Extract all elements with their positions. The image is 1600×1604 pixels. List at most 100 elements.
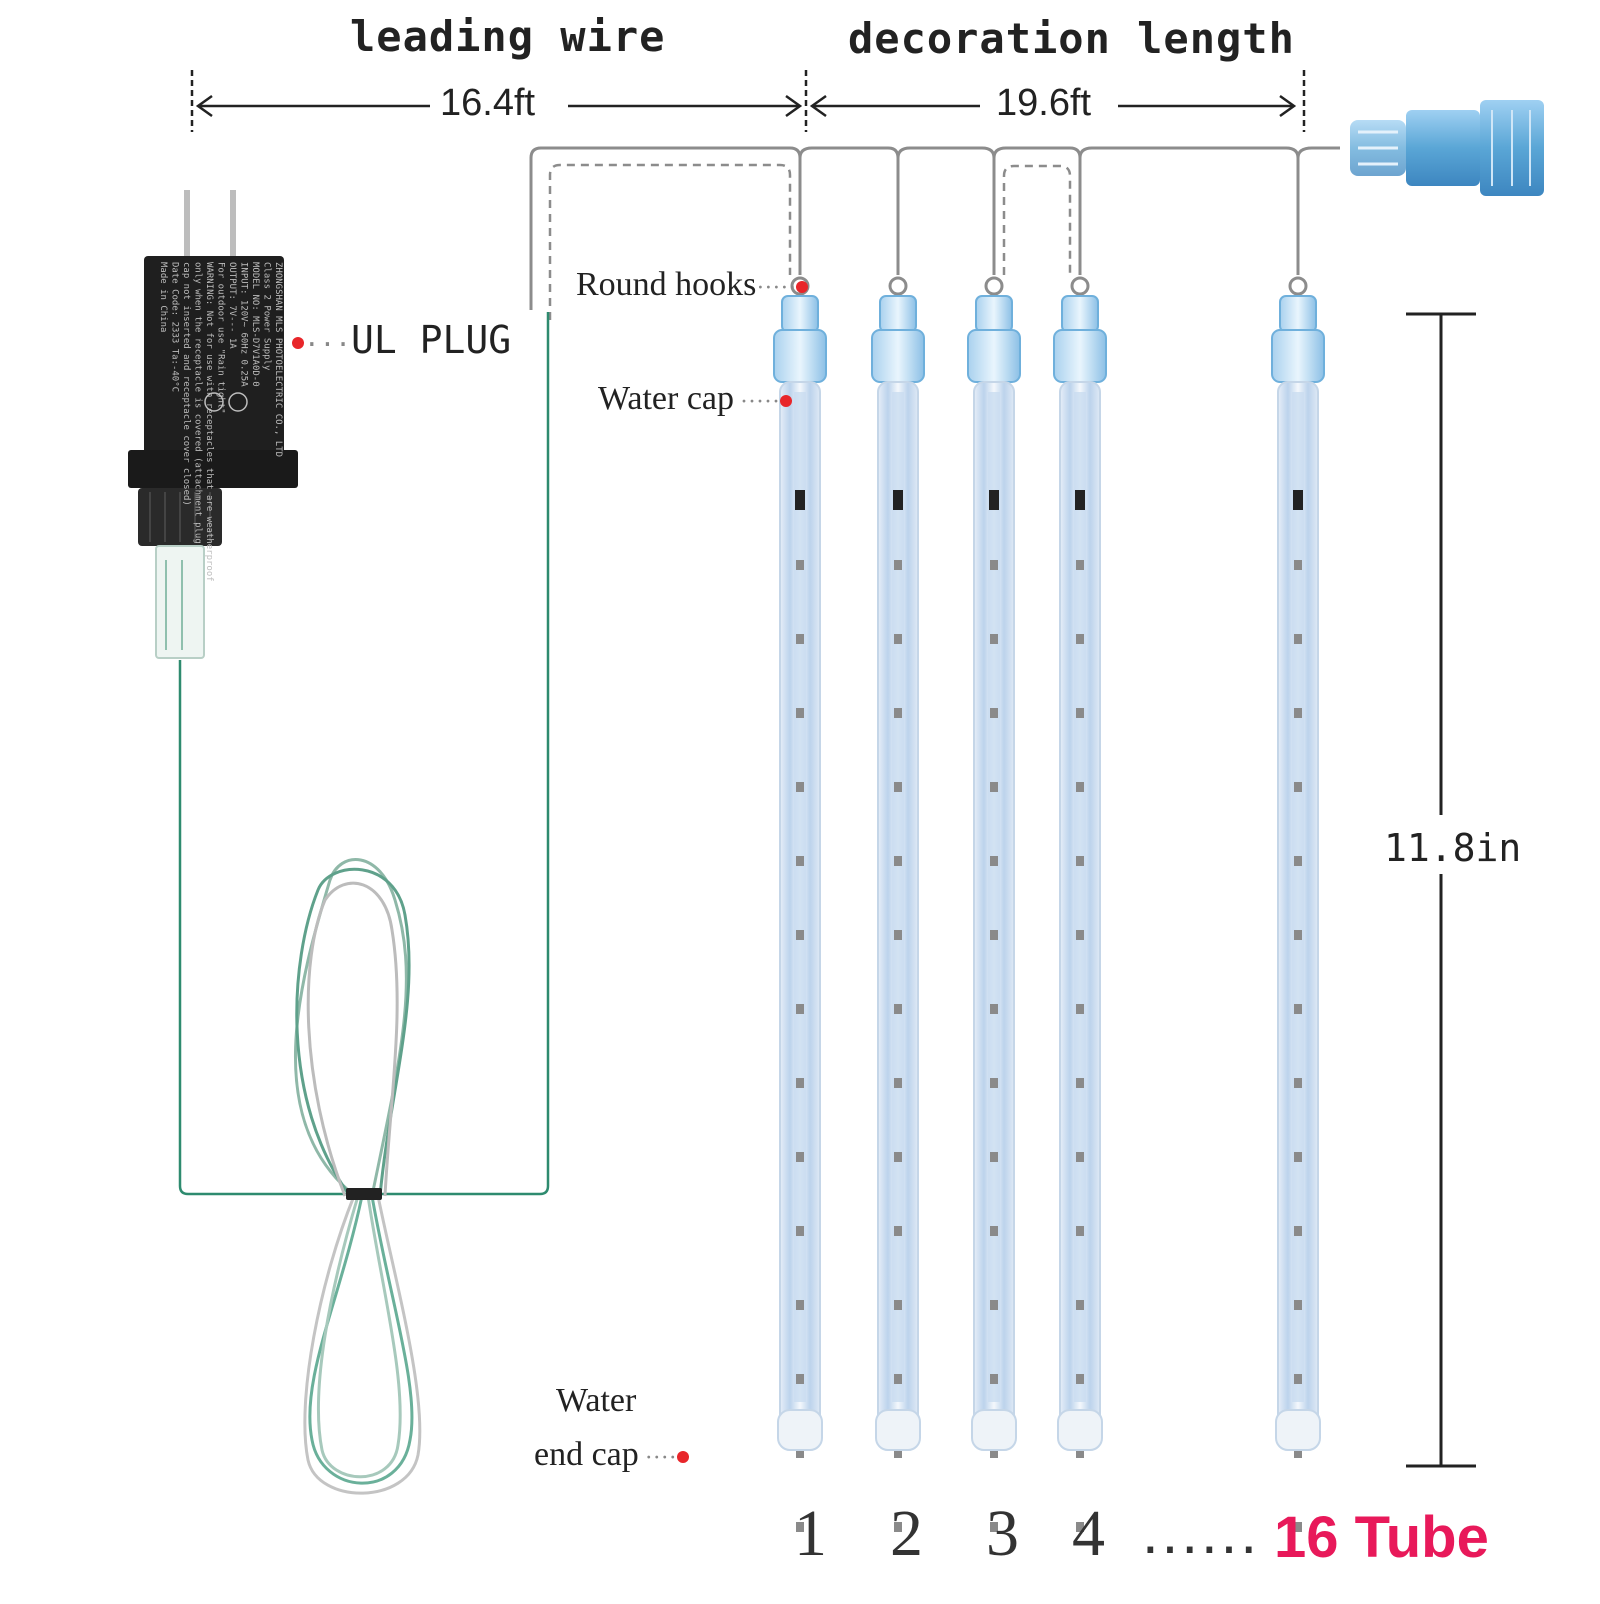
led [990, 560, 998, 570]
callout-dot [292, 336, 304, 349]
coiled-wire [294, 858, 422, 1495]
led-strip [794, 392, 806, 1402]
tube-count-label: 16 Tube [1274, 1505, 1489, 1570]
led [1076, 930, 1084, 940]
tube-top-connector [975, 295, 1013, 333]
ul-plug-label: UL PLUG [350, 318, 512, 362]
led [990, 1522, 998, 1532]
water-end-cap [971, 1409, 1017, 1451]
led [990, 1300, 998, 1310]
plug-label-line: INPUT: 120V~ 60Hz 0.25A [239, 262, 249, 387]
led [1076, 856, 1084, 866]
tube-top-connector [1061, 295, 1099, 333]
led [894, 782, 902, 792]
water-end-cap-line1: Water [556, 1382, 637, 1419]
led [990, 1078, 998, 1088]
led [894, 1152, 902, 1162]
led [894, 1078, 902, 1088]
led [796, 1078, 804, 1088]
controller-chip [893, 490, 903, 510]
connecting-wires [529, 146, 1340, 310]
water-end-cap-label: end cap [534, 1436, 639, 1473]
led [1294, 1152, 1302, 1162]
led [1076, 1300, 1084, 1310]
decoration-length-heading: decoration length [848, 14, 1295, 63]
led [796, 930, 804, 940]
led [990, 1374, 998, 1384]
led [1294, 782, 1302, 792]
led [894, 708, 902, 718]
led-strip [1292, 392, 1304, 1402]
water-end-cap [777, 1409, 823, 1451]
led [796, 1004, 804, 1014]
callout-dot [796, 281, 809, 294]
led [990, 1226, 998, 1236]
led [1076, 1448, 1084, 1458]
end-connector [1350, 100, 1544, 196]
controller-chip [989, 490, 999, 510]
led [990, 708, 998, 718]
round-hook [1288, 276, 1308, 296]
plug-label-line: ZHONGSHAN MLS PHOTOELECTRIC CO., LTD [273, 262, 283, 457]
decoration-length-value: 19.6ft [990, 82, 1098, 125]
water-cap [1271, 329, 1325, 383]
led [1076, 708, 1084, 718]
light-tube [1271, 276, 1325, 1532]
led [796, 634, 804, 644]
tube-ellipsis: ...... [1142, 1499, 1261, 1566]
controller-chip [795, 490, 805, 510]
round-hook [1070, 276, 1090, 296]
light-tube [773, 276, 827, 1532]
led [1294, 856, 1302, 866]
led [894, 560, 902, 570]
led [1294, 1522, 1302, 1532]
tube-number-1: 1 [794, 1497, 827, 1570]
tube-top-connector [1279, 295, 1317, 333]
round-hook [984, 276, 1004, 296]
ul-plug-adapter: ZHONGSHAN MLS PHOTOELECTRIC CO., LTDClas… [128, 190, 298, 659]
led-strip [1074, 392, 1086, 1402]
leading-wire-dimension [190, 70, 808, 132]
controller-chip [1075, 490, 1085, 510]
led [1294, 930, 1302, 940]
led [796, 856, 804, 866]
plug-label-line: For outdoor use "Rain tight" [216, 262, 226, 414]
led [990, 856, 998, 866]
led [894, 1448, 902, 1458]
led [1076, 560, 1084, 570]
led-strip [988, 392, 1000, 1402]
led [796, 1448, 804, 1458]
led [894, 1300, 902, 1310]
water-cap-label: Water cap [598, 380, 734, 417]
callout-dot [779, 395, 792, 408]
led [1076, 782, 1084, 792]
plug-label-line: Class 2 Power Supply [262, 262, 272, 371]
led [796, 1522, 804, 1532]
led [1294, 708, 1302, 718]
led [796, 1152, 804, 1162]
round-hook [888, 276, 908, 296]
led [796, 708, 804, 718]
light-tube [1053, 276, 1107, 1532]
inner-wire-dashed [548, 163, 1072, 320]
plug-label-line: cap not inserted and receptacle cover cl… [181, 262, 191, 506]
plug-label-line: Made in China [158, 262, 168, 332]
led [894, 930, 902, 940]
led [1294, 560, 1302, 570]
led [796, 1300, 804, 1310]
led [1294, 1078, 1302, 1088]
led [990, 1004, 998, 1014]
controller-chip [1293, 490, 1303, 510]
plug-label-line: MODEL NO: MLS-D7V1A0D-0 [250, 262, 260, 387]
led [1294, 634, 1302, 644]
led [1076, 1522, 1084, 1532]
led-strip [892, 392, 904, 1402]
water-end-cap-callout: end cap ···· [534, 1436, 689, 1474]
led [1294, 1004, 1302, 1014]
led [990, 634, 998, 644]
plug-label-line: only when the receptacle is covered (att… [193, 262, 203, 544]
led [990, 1448, 998, 1458]
led [894, 1004, 902, 1014]
